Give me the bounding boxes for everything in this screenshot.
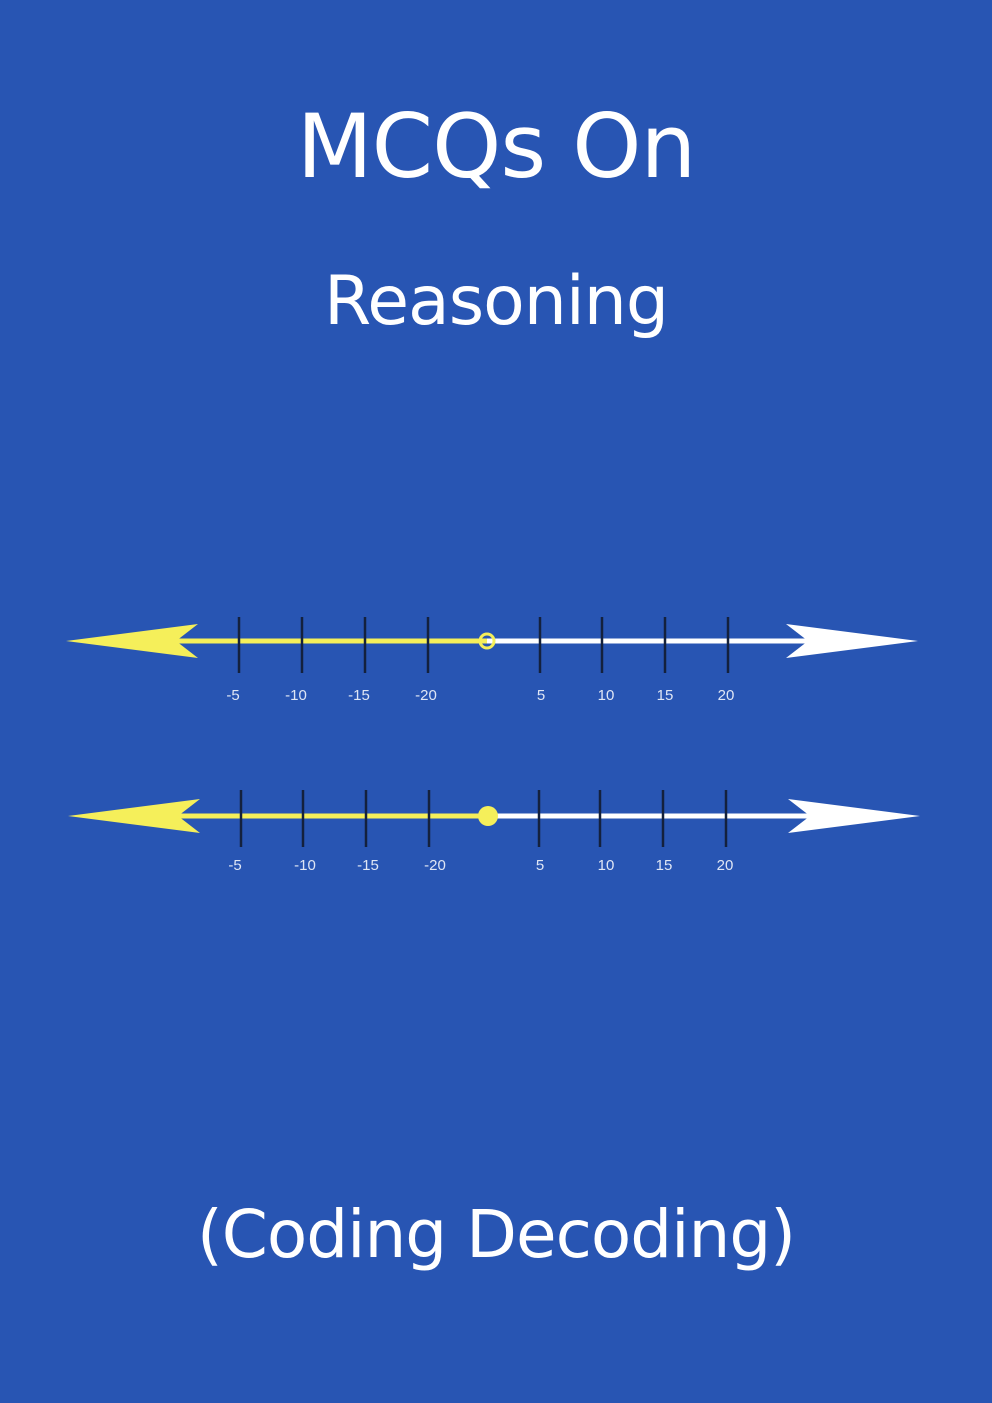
svg-text:5: 5 [536,857,544,874]
number-line-open-circle: -5 -10 -15 -20 5 10 15 20 [66,617,918,704]
number-line-closed-dot: -5 -10 -15 -20 5 10 15 20 [68,790,920,874]
closed-dot-marker-icon [478,806,498,826]
left-arrow-icon [66,624,198,658]
svg-text:-5: -5 [226,687,239,704]
svg-text:5: 5 [537,687,545,704]
svg-text:15: 15 [657,687,674,704]
svg-text:-5: -5 [228,857,241,874]
svg-text:-15: -15 [357,857,379,874]
svg-text:20: 20 [718,687,735,704]
cover-subtitle: Reasoning [324,262,669,341]
svg-text:15: 15 [656,857,673,874]
right-arrow-icon [788,799,920,833]
svg-text:-10: -10 [294,857,316,874]
svg-text:-15: -15 [348,687,370,704]
svg-text:10: 10 [598,687,615,704]
right-arrow-icon [786,624,918,658]
svg-text:10: 10 [598,857,615,874]
cover-title: MCQs On [296,95,697,198]
svg-text:-20: -20 [415,687,437,704]
svg-text:20: 20 [717,857,734,874]
svg-text:-20: -20 [424,857,446,874]
svg-text:-10: -10 [285,687,307,704]
left-arrow-icon [68,799,200,833]
cover-topic: (Coding Decoding) [197,1196,796,1273]
open-circle-marker-icon [478,632,496,650]
